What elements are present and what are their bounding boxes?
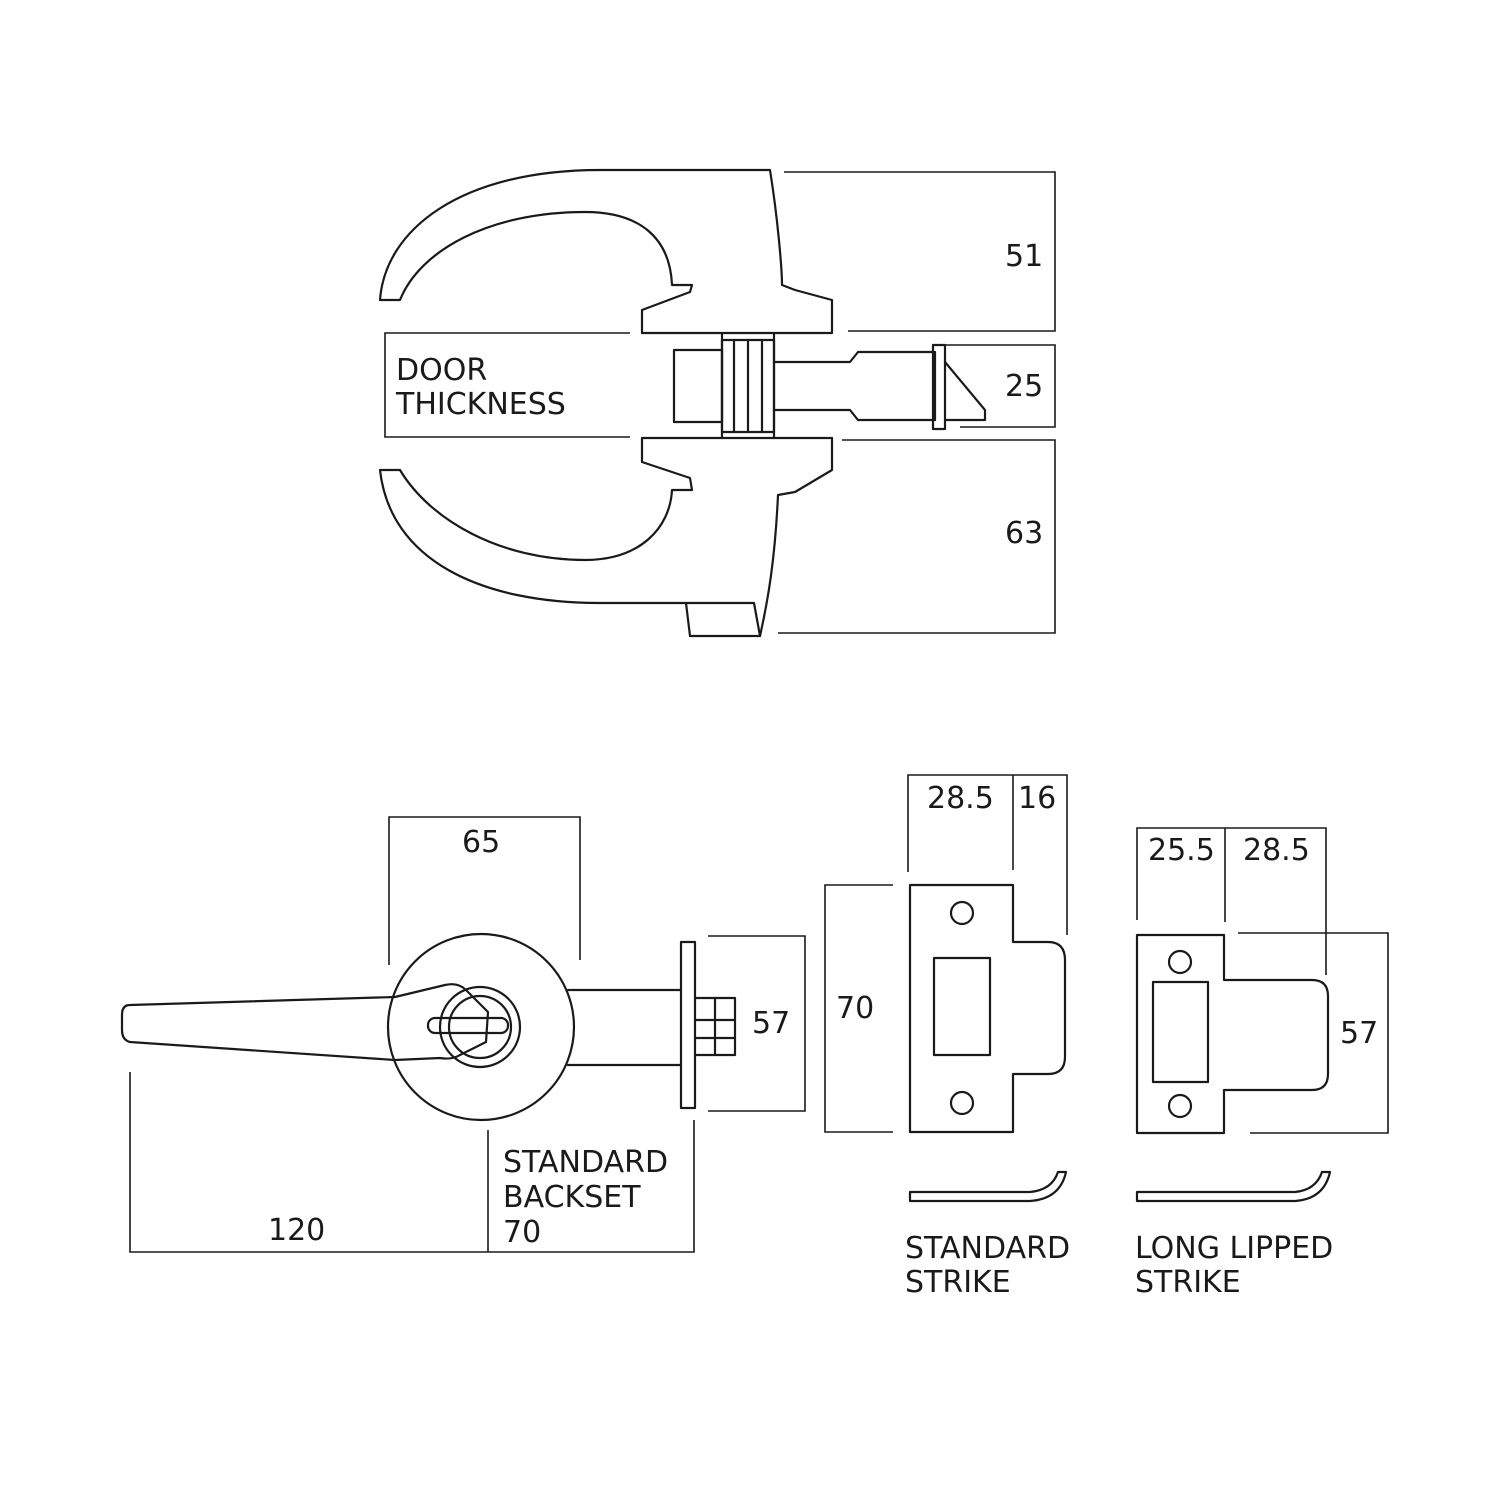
standard-strike-dim-height: 70 xyxy=(836,991,874,1026)
lock-cylinder xyxy=(438,985,522,1069)
top-view: DOOR THICKNESS 51 25 63 xyxy=(378,168,1056,638)
standard-strike-screw-hole-top xyxy=(949,900,975,926)
rose xyxy=(386,932,576,1122)
turn-piece-icon xyxy=(426,1016,510,1035)
dim-line-standard-strike-width xyxy=(907,774,1068,935)
dim-line-middle xyxy=(945,344,1056,428)
dim-line-bottom xyxy=(778,439,1056,634)
dim-label-latch-plate: 57 xyxy=(752,1006,790,1041)
long-lipped-strike-dim-height: 57 xyxy=(1340,1016,1378,1051)
lower-lever xyxy=(378,436,834,638)
dim-line-long-lipped-strike-height xyxy=(1238,932,1389,1134)
standard-strike: 28.5 16 70 STANDARD STRIKE xyxy=(824,774,1070,1300)
door-thickness-bracket xyxy=(384,332,630,438)
dim-line-top xyxy=(784,171,1056,332)
long-lipped-strike-profile xyxy=(1135,1170,1332,1203)
standard-strike-caption-line1: STANDARD xyxy=(905,1231,1070,1266)
long-lipped-strike-screw-hole-bottom xyxy=(1167,1093,1193,1119)
dim-label-middle: 25 xyxy=(1005,369,1043,404)
standard-strike-dim-lip: 16 xyxy=(1018,781,1056,816)
backset-label-line2: BACKSET xyxy=(503,1180,641,1215)
standard-strike-opening xyxy=(932,956,992,1057)
latch-faceplate xyxy=(679,940,697,1110)
backset-label-line1: STANDARD xyxy=(503,1145,668,1180)
dim-line-latch-plate xyxy=(708,935,806,1112)
lock-cylinder-inner xyxy=(447,994,513,1060)
standard-strike-profile xyxy=(908,1170,1068,1203)
lever-arm xyxy=(120,983,490,1062)
door-thickness-label-line1: DOOR xyxy=(396,353,487,388)
long-lipped-strike-dim-width: 25.5 xyxy=(1148,833,1215,868)
standard-strike-screw-hole-bottom xyxy=(949,1090,975,1116)
side-view: 65 57 120 STANDARD BACKSET 70 xyxy=(120,816,806,1253)
standard-strike-caption-line2: STRIKE xyxy=(905,1265,1011,1300)
long-lipped-strike-caption-line2: STRIKE xyxy=(1135,1265,1241,1300)
dim-label-bottom: 63 xyxy=(1005,516,1043,551)
dim-label-rose: 65 xyxy=(462,825,500,860)
door-thickness-label-line2: THICKNESS xyxy=(395,387,566,422)
standard-strike-plate xyxy=(908,883,1067,1134)
dim-label-lever: 120 xyxy=(268,1213,325,1248)
dim-line-lever xyxy=(129,1072,695,1253)
long-lipped-strike-dim-lip: 28.5 xyxy=(1243,833,1310,868)
long-lipped-strike-opening xyxy=(1151,980,1210,1084)
long-lipped-strike: 25.5 28.5 57 LONG LIPPED STRIKE xyxy=(1135,827,1389,1300)
long-lipped-strike-plate xyxy=(1135,933,1330,1135)
upper-lever xyxy=(378,168,834,335)
dim-line-long-lipped-strike-width xyxy=(1136,827,1327,975)
latch-bolt xyxy=(693,996,737,1057)
spindle-latch xyxy=(672,331,987,440)
standard-strike-dim-width: 28.5 xyxy=(927,781,994,816)
dim-label-top: 51 xyxy=(1005,239,1043,274)
long-lipped-strike-screw-hole-top xyxy=(1167,949,1193,975)
lever-end-detail xyxy=(684,601,762,638)
backset-label-line3: 70 xyxy=(503,1215,541,1250)
dim-line-rose xyxy=(388,816,581,965)
long-lipped-strike-caption-line1: LONG LIPPED xyxy=(1135,1231,1333,1266)
latch-body xyxy=(566,988,683,1067)
dim-line-standard-strike-height xyxy=(824,884,893,1133)
